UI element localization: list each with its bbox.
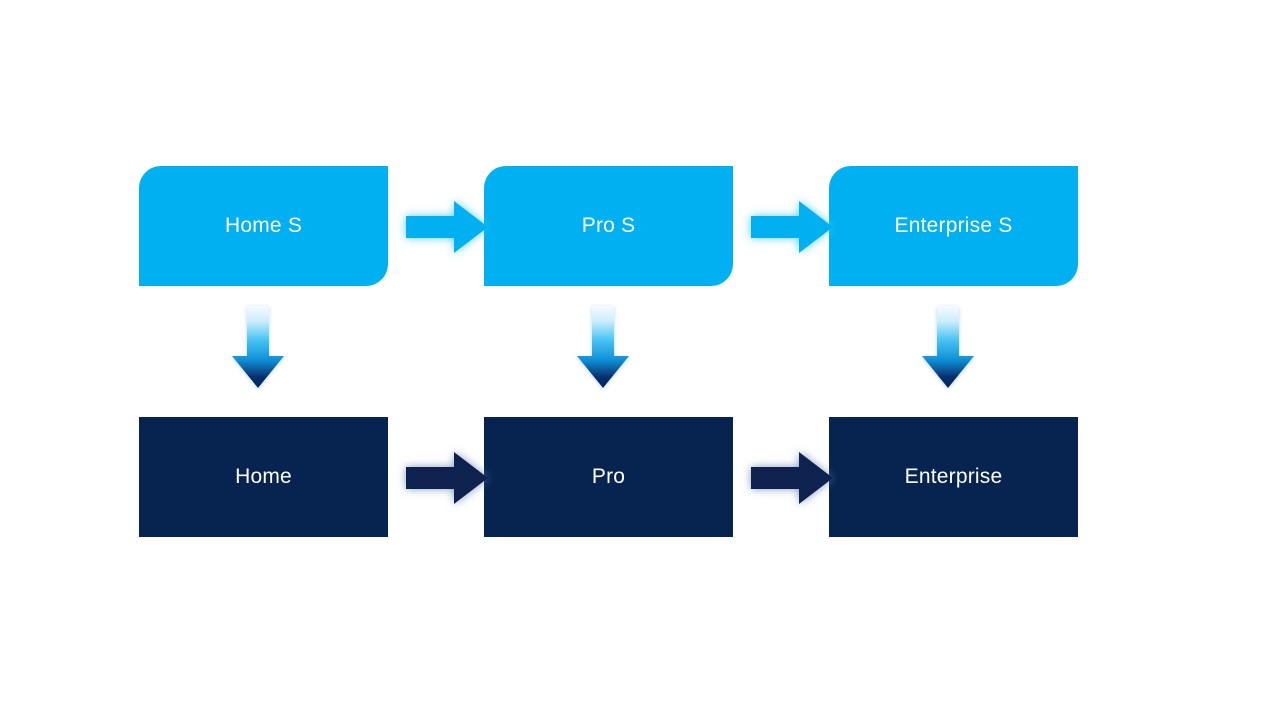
- box-home[interactable]: Home: [139, 417, 388, 537]
- arrow-right-icon-home-s-to-pro-s: [404, 196, 490, 258]
- box-home-s-label: Home S: [224, 214, 303, 238]
- arrow-right-icon-home-to-pro: [404, 447, 490, 509]
- arrow-down-icon-pro-s-to-pro: [573, 304, 633, 392]
- box-enterprise-s-label: Enterprise S: [894, 214, 1013, 238]
- box-pro-label: Pro: [591, 465, 626, 489]
- arrow-right-icon-pro-s-to-enterprise-s: [749, 196, 835, 258]
- box-enterprise-label: Enterprise: [904, 465, 1003, 489]
- box-pro-s[interactable]: Pro S: [484, 166, 733, 286]
- box-home-label: Home: [235, 465, 292, 489]
- arrow-down-icon-home-s-to-home: [228, 304, 288, 392]
- box-pro-s-label: Pro S: [581, 214, 636, 238]
- box-enterprise-s[interactable]: Enterprise S: [829, 166, 1078, 286]
- arrow-down-icon-enterprise-s-to-enterprise: [918, 304, 978, 392]
- box-home-s[interactable]: Home S: [139, 166, 388, 286]
- box-pro[interactable]: Pro: [484, 417, 733, 537]
- box-enterprise[interactable]: Enterprise: [829, 417, 1078, 537]
- arrow-right-icon-pro-to-enterprise: [749, 447, 835, 509]
